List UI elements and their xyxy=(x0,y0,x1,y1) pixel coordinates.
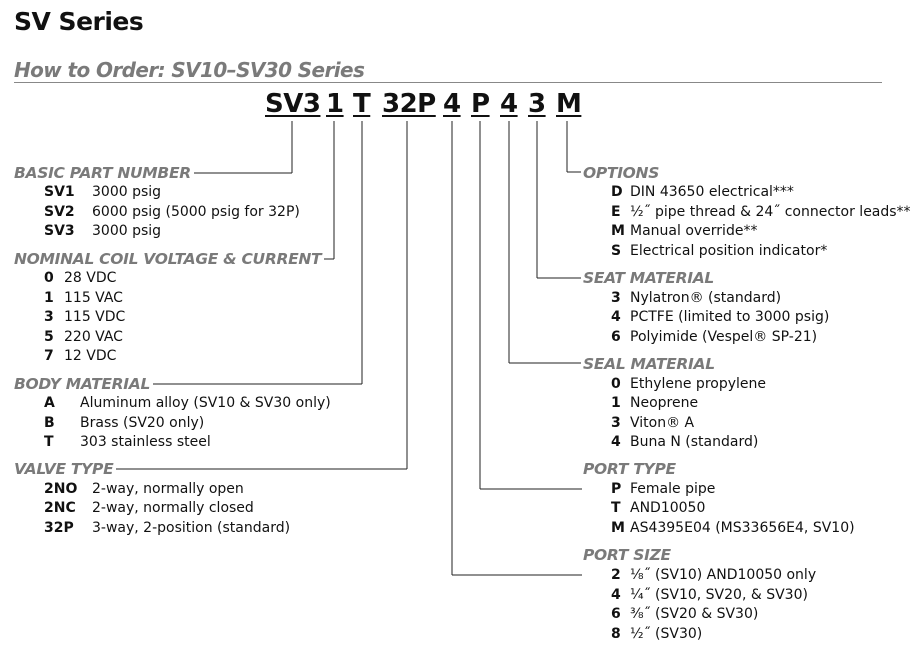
port-size-heading: PORT SIZE xyxy=(581,546,671,564)
code-segment-series: SV3 xyxy=(265,89,321,119)
valve-type-heading: VALVE TYPE xyxy=(14,460,117,478)
code-segment-port-type: P xyxy=(471,89,490,119)
code-segment-coil: 1 xyxy=(326,89,344,119)
body-material-heading: BODY MATERIAL xyxy=(14,375,154,393)
seal-material-heading: SEAL MATERIAL xyxy=(581,355,715,373)
nominal-coil-heading: NOMINAL COIL VOLTAGE & CURRENT xyxy=(14,250,325,268)
code-segment-port-size: 4 xyxy=(443,89,461,119)
code-segment-body: T xyxy=(353,89,371,119)
basic-part-number-heading: BASIC PART NUMBER xyxy=(14,164,194,182)
section-subtitle: How to Order: SV10–SV30 Series xyxy=(14,58,365,82)
subtitle-rule xyxy=(14,82,882,83)
code-segment-seal: 4 xyxy=(500,89,518,119)
options-heading: OPTIONS xyxy=(581,164,660,182)
code-segment-seat: 3 xyxy=(528,89,546,119)
code-segment-options: M xyxy=(556,89,582,119)
port-type-heading: PORT TYPE xyxy=(581,460,676,478)
seat-material-heading: SEAT MATERIAL xyxy=(581,269,715,287)
page-title: SV Series xyxy=(14,7,144,36)
code-segment-valve: 32P xyxy=(382,89,436,119)
